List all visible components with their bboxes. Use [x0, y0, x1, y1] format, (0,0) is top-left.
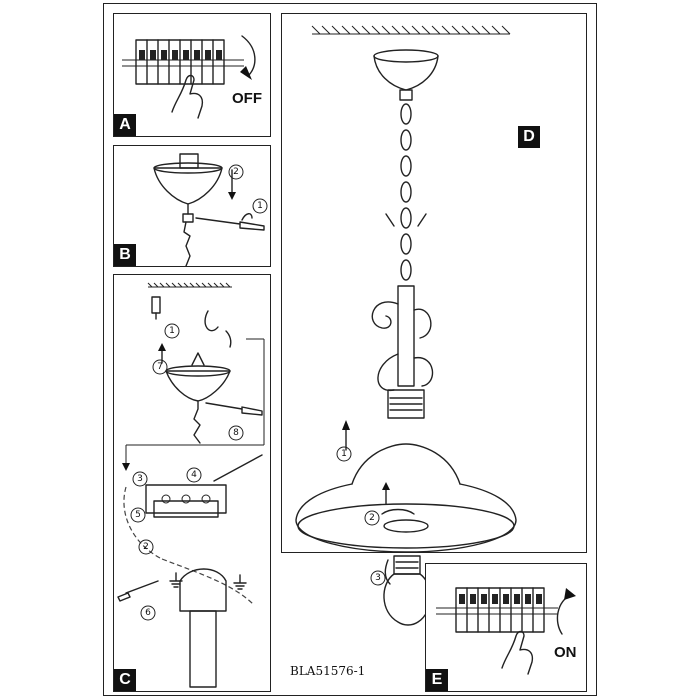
step-number: 7 — [157, 362, 163, 372]
panel-a: OFF A — [113, 13, 271, 137]
step-number: 2 — [233, 167, 239, 177]
step-number: 2 — [143, 542, 149, 552]
panel-a-label: A — [114, 114, 136, 136]
step-number: 4 — [191, 470, 197, 480]
rotate-arrow-icon — [241, 35, 256, 77]
step-number: 1 — [257, 201, 263, 211]
ground-symbol-icon — [233, 574, 247, 590]
wiring-illustration: 1 7 8 3 4 5 2 6 — [117, 282, 265, 688]
rotate-arrow-icon — [241, 213, 253, 221]
ground-symbol-icon — [169, 572, 183, 588]
circuit-breaker-icon — [436, 587, 558, 633]
screwdriver-icon — [195, 217, 265, 231]
chain — [400, 103, 412, 281]
step-number: 2 — [369, 513, 375, 523]
panel-d: 1 2 D — [281, 13, 587, 553]
scroll-ornament — [371, 285, 434, 391]
step-number: 5 — [135, 510, 141, 520]
step-number: 1 — [341, 449, 347, 459]
hand-icon — [171, 74, 204, 119]
rotate-arrow-icon — [381, 508, 415, 515]
ceiling-hatch — [147, 282, 232, 288]
step-number: 6 — [145, 608, 151, 618]
hand-icon — [501, 630, 534, 675]
ceiling-hatch — [311, 25, 511, 35]
panel-c-label: C — [114, 669, 136, 691]
panel-e-label: E — [426, 669, 448, 691]
step-number: 1 — [169, 326, 175, 336]
lamp-socket — [387, 389, 425, 419]
rotate-arrow-icon — [556, 593, 573, 635]
panel-d-label: D — [518, 126, 540, 148]
ceiling-canopy — [373, 49, 439, 101]
panel-c: 1 7 8 3 4 5 2 6 C — [113, 274, 271, 692]
circuit-breaker-icon — [122, 39, 244, 85]
pendant-lamp-illustration: 1 2 — [295, 25, 517, 553]
panel-e: ON E — [425, 563, 587, 692]
panel-b-label: B — [114, 244, 136, 266]
breaker-off-illustration — [122, 35, 256, 119]
model-code: BLA51576-1 — [290, 664, 366, 678]
step-number: 3 — [137, 474, 143, 484]
canopy-detach-illustration: 2 1 — [153, 153, 268, 267]
glass-shade — [295, 443, 517, 553]
terminal-block — [145, 484, 227, 518]
off-label: OFF — [232, 90, 262, 107]
step-number: 8 — [233, 428, 239, 438]
panel-b: 2 1 B — [113, 145, 271, 267]
breaker-on-illustration — [436, 587, 576, 675]
on-label: ON — [554, 644, 577, 661]
